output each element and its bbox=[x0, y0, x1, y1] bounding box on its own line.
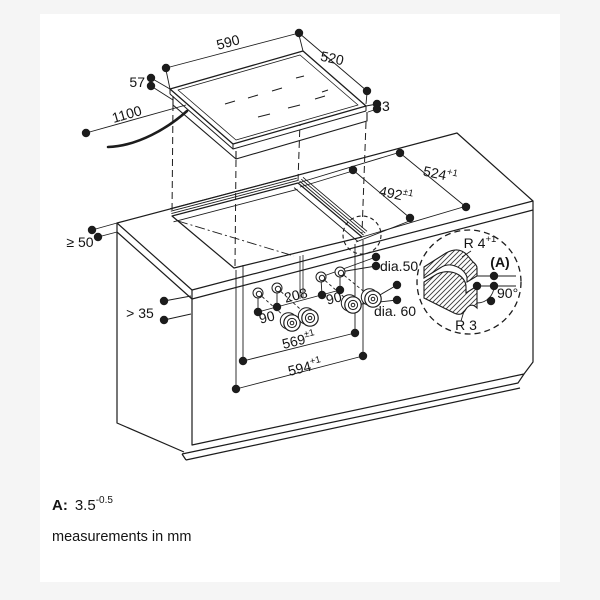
detail-r3-label: R 3 bbox=[455, 317, 477, 333]
cutout-centerline bbox=[177, 220, 295, 257]
dim-min50-label: ≥ 50 bbox=[66, 234, 93, 250]
dim-208-label: 208 bbox=[282, 284, 309, 305]
dim-dia60-label: dia. 60 bbox=[374, 303, 416, 319]
shaft-holes bbox=[252, 266, 346, 299]
cabinet-left-panel bbox=[116, 232, 185, 453]
knob bbox=[360, 288, 382, 308]
control-knobs bbox=[279, 288, 382, 332]
power-cable bbox=[106, 109, 189, 149]
knob bbox=[279, 312, 301, 332]
cabinet bbox=[116, 132, 534, 461]
detail-90deg-label: 90° bbox=[497, 285, 518, 301]
burner-marks bbox=[224, 75, 329, 118]
detail-magnifier-circle bbox=[416, 229, 522, 335]
cabinet-plinth bbox=[181, 373, 525, 461]
control-shaft-lines bbox=[257, 271, 374, 324]
footnotes: A:3.5-0.5 measurements in mm bbox=[52, 495, 191, 545]
knob bbox=[340, 294, 362, 314]
note-units: measurements in mm bbox=[52, 529, 191, 545]
dim-min35-label: > 35 bbox=[126, 305, 154, 321]
dim-57-label: 57 bbox=[129, 74, 145, 90]
dim-590-label: 590 bbox=[215, 31, 242, 53]
dim-594-label: 594+1 bbox=[286, 354, 323, 379]
dim-90-right-label: 90 bbox=[324, 288, 343, 307]
dim-dia50-label: dia.50 bbox=[380, 258, 418, 274]
dim-524-label: 524+1 bbox=[422, 162, 459, 186]
dim-90-left-label: 90 bbox=[257, 307, 276, 326]
dim-492-label: 492±1 bbox=[378, 182, 415, 206]
detail-view bbox=[416, 229, 522, 335]
dim-520-label: 520 bbox=[319, 48, 345, 69]
dimension-dots bbox=[81, 28, 471, 394]
profile-upper-slab bbox=[423, 249, 478, 283]
dimension-labels: 590 520 57 1100 3 524+1 492±1 ≥ 50 > 35 … bbox=[66, 31, 458, 379]
detail-r4-label: R 4+1 bbox=[464, 234, 497, 251]
detail-a-ref-label: (A) bbox=[490, 254, 509, 270]
knob bbox=[297, 307, 319, 327]
note-a: A:3.5-0.5 bbox=[52, 495, 113, 514]
dim-569-label: 569±1 bbox=[280, 327, 317, 352]
detail-source-circle bbox=[342, 215, 382, 255]
dim-3-label: 3 bbox=[382, 98, 390, 114]
detail-labels: R 4+1 (A) 90° R 3 bbox=[455, 234, 518, 333]
